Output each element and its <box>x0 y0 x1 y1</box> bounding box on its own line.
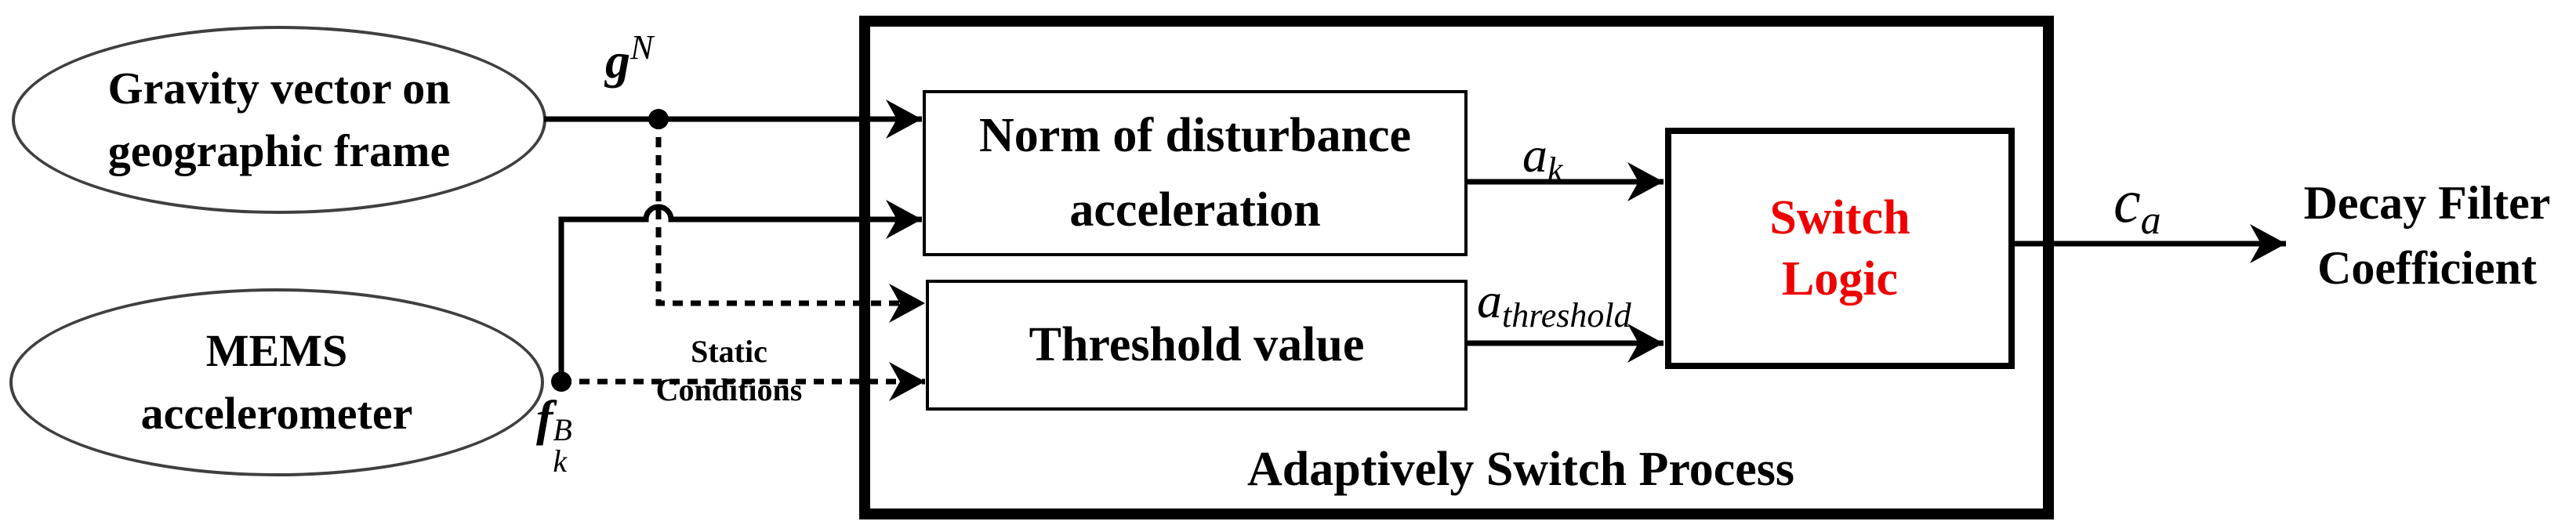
junction-dot-g <box>648 109 669 129</box>
ca-subscript: a <box>2140 197 2161 243</box>
threshold-block: Threshold value <box>926 280 1468 411</box>
g-superscript: N <box>630 27 654 67</box>
static-conditions-label: Static Conditions <box>611 332 847 409</box>
gravity-label-line2: geographic frame <box>107 125 451 176</box>
athreshold-base: a <box>1477 273 1502 328</box>
static-conditions-line1: Static <box>691 334 767 369</box>
mems-label-line1: MEMS <box>205 325 348 376</box>
gravity-source-ellipse: Gravity vector on geographic frame <box>12 26 546 214</box>
mems-label-line2: accelerometer <box>140 388 413 439</box>
process-caption: Adaptively Switch Process <box>1246 443 1795 496</box>
signal-label-g: gN <box>605 30 653 89</box>
output-label-line2: Coefficient <box>2317 242 2537 294</box>
gravity-label-line1: Gravity vector on <box>107 63 451 114</box>
norm-block: Norm of disturbance acceleration <box>923 90 1468 256</box>
ca-base: c <box>2113 167 2141 235</box>
junction-dot-f <box>551 371 571 392</box>
ak-subscript: k <box>1547 150 1563 190</box>
f-subscript: k <box>553 443 568 480</box>
static-conditions-line2: Conditions <box>655 372 803 407</box>
switch-logic-line1: Switch <box>1769 191 1910 244</box>
switch-logic-block: Switch Logic <box>1665 128 2015 369</box>
gravity-source-label: Gravity vector on geographic frame <box>107 57 450 183</box>
norm-block-label: Norm of disturbance acceleration <box>978 109 1412 237</box>
ak-base: a <box>1522 127 1547 183</box>
g-base: g <box>605 33 630 89</box>
f-base: f <box>536 390 553 446</box>
athreshold-subscript: threshold <box>1502 296 1631 335</box>
f-superscript: B <box>553 412 572 448</box>
output-label-line1: Decay Filter <box>2303 177 2551 229</box>
signal-label-ca: ca <box>2113 171 2161 241</box>
decay-filter-output-label: Decay Filter Coefficient <box>2278 171 2576 301</box>
switch-logic-line2: Logic <box>1781 252 1899 306</box>
mems-source-ellipse: MEMS accelerometer <box>9 288 544 476</box>
signal-label-ak: ak <box>1522 127 1563 187</box>
threshold-block-label: Threshold value <box>1029 318 1365 371</box>
switch-logic-label: Switch Logic <box>1761 187 1917 309</box>
signal-label-athreshold: athreshold <box>1477 273 1631 333</box>
mems-source-label: MEMS accelerometer <box>141 320 413 445</box>
